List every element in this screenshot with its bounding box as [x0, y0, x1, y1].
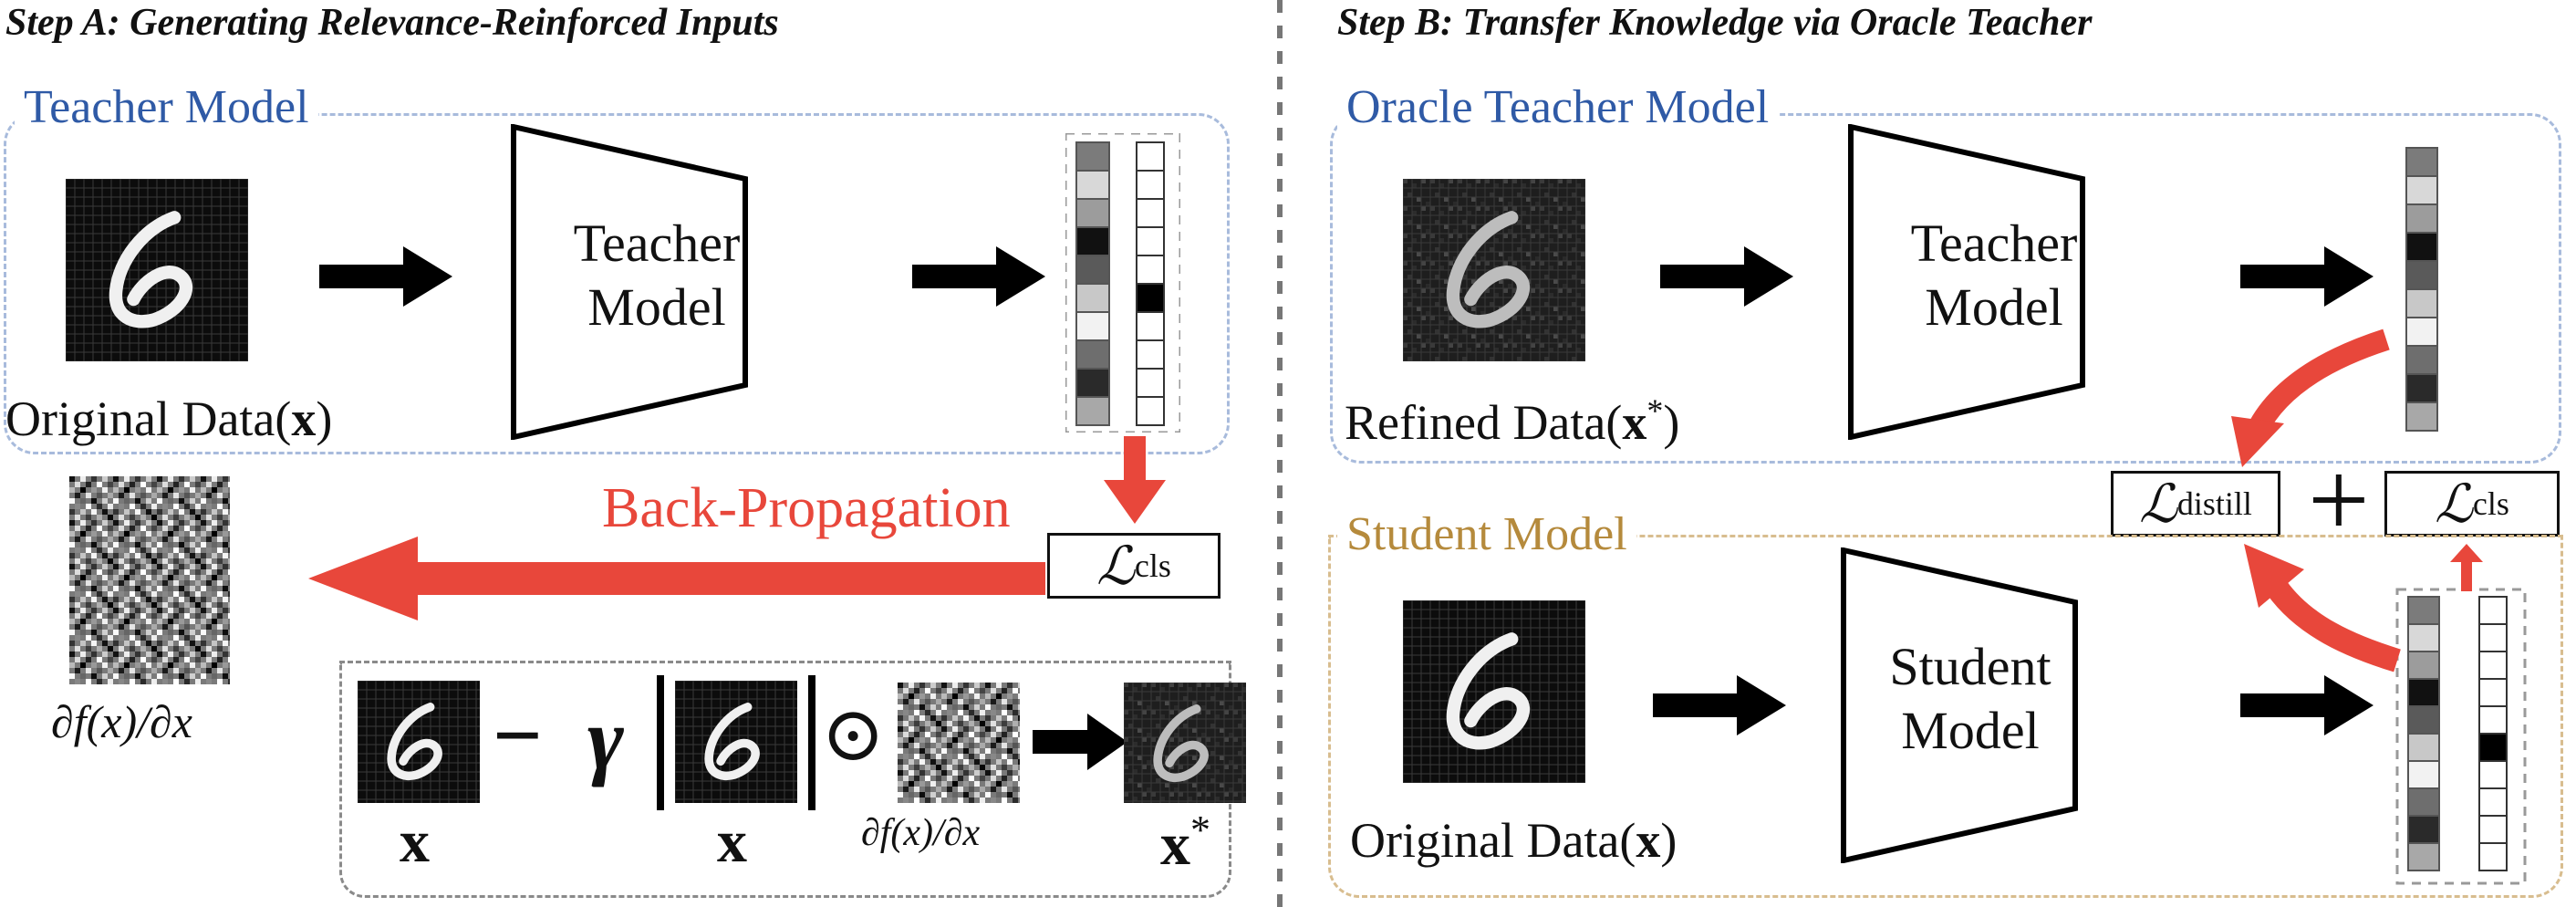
- step-b-title: Step B: Transfer Knowledge via Oracle Te…: [1337, 2, 2093, 44]
- formula-x-label: x: [400, 808, 430, 875]
- backprop-label: Back-Propagation: [602, 477, 1011, 539]
- formula-odot: ⊙: [821, 693, 886, 777]
- student-output-vectors: [2395, 588, 2527, 885]
- formula-x-image: [358, 681, 480, 803]
- step-a-title: Step A: Generating Relevance-Reinforced …: [5, 2, 779, 44]
- teacher-model-label: Teacher Model: [15, 84, 318, 131]
- arrow-right-icon: [912, 246, 1045, 307]
- formula-xstar-label: x*: [1160, 808, 1210, 878]
- arrow-right-icon: [1033, 714, 1127, 770]
- student-distill-curved-arrow: [2244, 544, 2401, 672]
- student-original-data-caption: Original Data(x): [1350, 813, 1678, 868]
- distill-curved-arrow: [2231, 328, 2390, 467]
- refined-digit-image: [1403, 179, 1585, 361]
- student-model-trapezoid: [1841, 547, 2078, 863]
- student-original-digit-image: [1403, 600, 1585, 783]
- cls-up-arrow: [2450, 544, 2483, 591]
- gradient-noise-image: [69, 476, 230, 684]
- arrow-right-icon: [2240, 246, 2373, 307]
- arrow-right-icon: [319, 246, 452, 307]
- formula-abs-x-label: x: [717, 808, 747, 875]
- gradient-label: ∂f(x)/∂x: [51, 696, 192, 747]
- arrow-right-icon: [2240, 675, 2373, 735]
- formula-abs-x-image: [675, 681, 797, 803]
- loss-down-arrow: [1104, 436, 1166, 524]
- formula-gamma: γ: [587, 690, 624, 787]
- abs-bar-left: [657, 675, 664, 810]
- formula-minus: −: [493, 686, 543, 784]
- teacher-model-box: [4, 113, 1230, 454]
- formula-gradient-image: [898, 683, 1020, 803]
- original-data-caption: Original Data(x): [5, 391, 333, 446]
- teacher-model-trapezoid: [511, 124, 748, 440]
- abs-bar-right: [808, 675, 815, 810]
- oracle-teacher-trapezoid: [1848, 124, 2085, 440]
- oracle-probability-vector: [2405, 147, 2438, 432]
- oracle-teacher-label: Oracle Teacher Model: [1337, 84, 1779, 131]
- section-divider: [1277, 0, 1283, 907]
- arrow-right-icon: [1653, 675, 1786, 735]
- formula-gradient-label: ∂f(x)/∂x: [861, 812, 981, 854]
- oracle-teacher-box: [1330, 113, 2561, 464]
- student-model-label: Student Model: [1337, 511, 1636, 558]
- student-model-box: [1328, 535, 2563, 898]
- arrow-right-icon: [1660, 246, 1793, 307]
- probability-vector: [1065, 133, 1180, 433]
- backprop-arrow: [308, 537, 1045, 620]
- formula-xstar-image: [1124, 683, 1246, 803]
- refined-data-caption: Refined Data(x*): [1345, 392, 1680, 450]
- original-digit-image: [66, 179, 248, 361]
